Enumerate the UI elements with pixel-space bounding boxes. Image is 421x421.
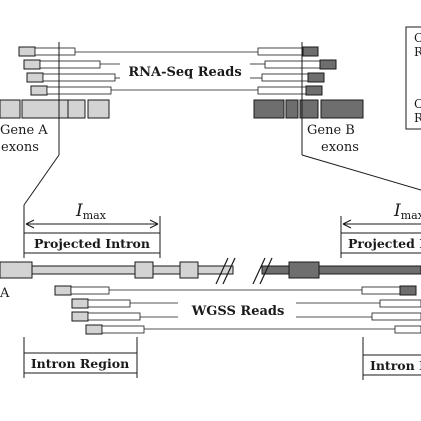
imax-arrow-left [25,219,159,229]
rna-read [261,72,325,83]
rna-reads-right [257,46,337,96]
legend-letter-4: R [414,111,421,125]
wgss-read [71,298,131,309]
gene-b-label: Gene B [307,123,355,138]
track-break-a [215,257,236,285]
wgss-read [394,325,421,334]
legend-box: C R C R [405,26,421,130]
wgss-read [379,299,421,308]
imax-arrow-right [342,219,421,229]
rna-read [257,46,319,57]
wgss-reads-left [54,285,145,335]
wgss-reads-label: WGSS Reads [191,304,285,319]
legend-letter-2: R [414,45,421,59]
wgss-read [361,285,417,296]
gene-b-exons [253,99,364,119]
wgss-reads-right [361,285,421,334]
intron-region-label-left: Intron Region [31,356,129,371]
intron-region-label-right: Intron Region [370,358,421,373]
legend-letter-1: C [414,31,421,45]
gene-a-exons [0,99,110,119]
rna-read [26,72,116,83]
gene-a-exons-label: exons [1,140,39,155]
rna-read [264,59,337,70]
gene-b-exons-label: exons [321,140,359,155]
track-break-b [252,257,273,285]
gene-a-label: Gene A [0,123,48,138]
rna-read [18,46,76,57]
projected-intron-label-right: Projected Intron [348,236,421,251]
rna-read [23,59,101,70]
intron-region-box-right: Intron Region [362,354,421,376]
gene-a-short-label: A [0,286,10,301]
rna-seq-reads-label: RNA-Seq Reads [128,65,241,80]
wgss-read [71,311,141,322]
wgss-read [371,312,421,321]
genomic-track-b [261,261,421,279]
genomic-track-a [0,261,234,279]
zoom-line-b [301,154,421,191]
rna-reads-left [18,46,116,96]
rna-read [30,85,112,96]
projected-intron-label-left: Projected Intron [34,236,150,251]
wgss-read [54,285,110,296]
imax-label-left: Imax [75,201,107,222]
legend-letter-3: C [414,97,421,111]
projected-intron-box-right: Projected Intron [340,232,421,254]
imax-label-right: Imax [393,201,421,222]
wgss-read [85,324,145,335]
zoom-line-a [23,154,60,206]
projected-intron-box-left: Projected Intron [23,232,161,254]
intron-region-box-left: Intron Region [23,352,138,374]
rna-read [257,85,323,96]
